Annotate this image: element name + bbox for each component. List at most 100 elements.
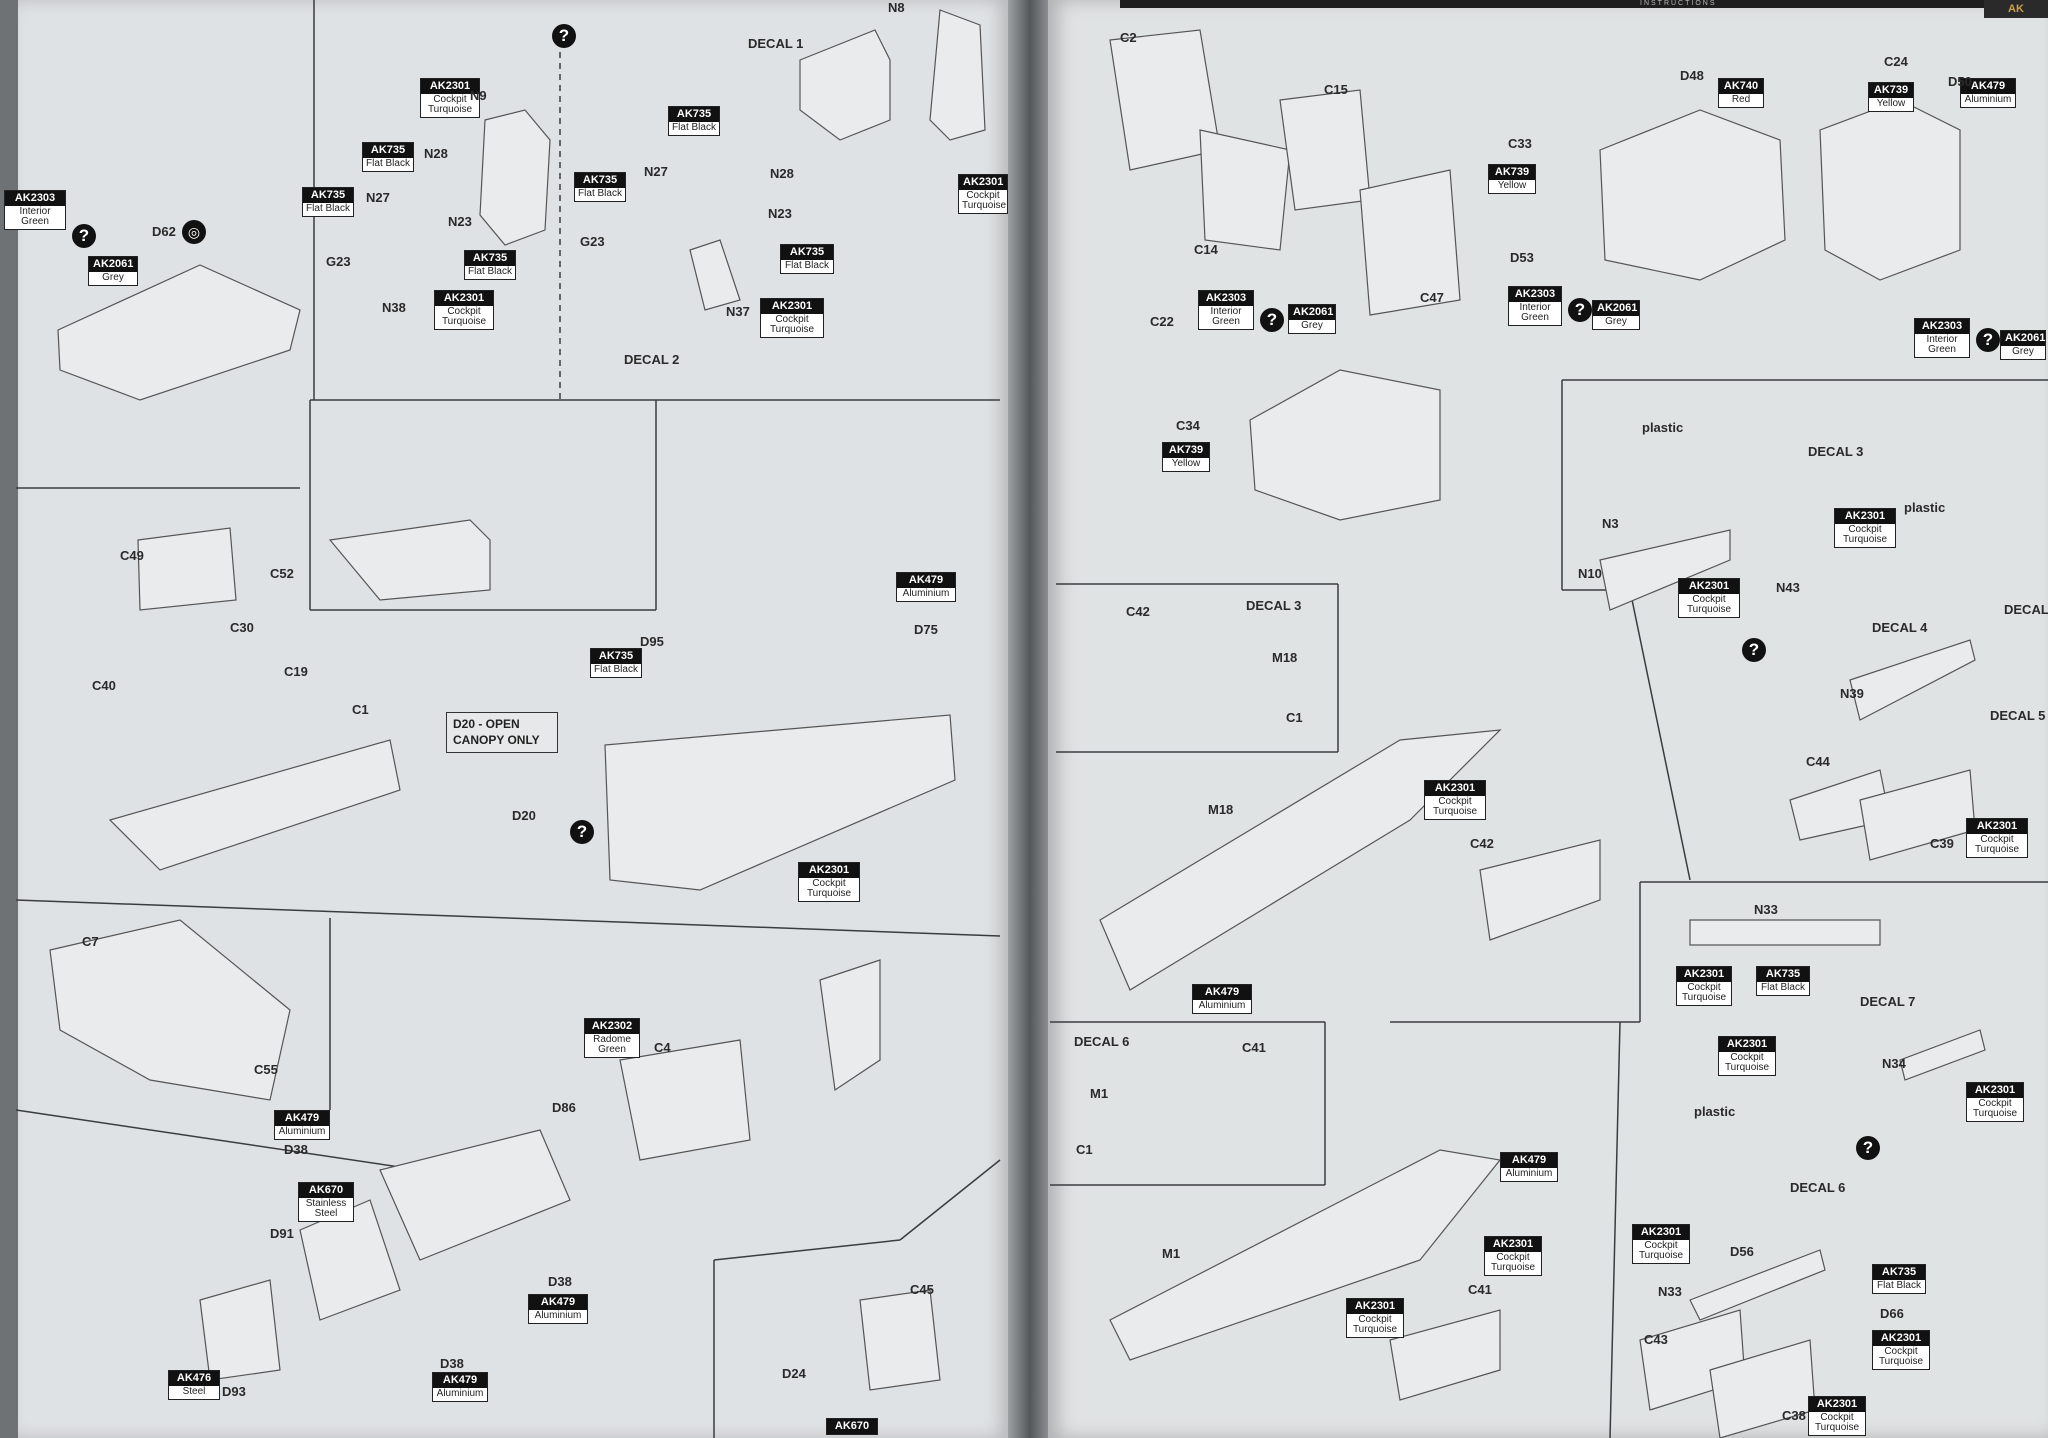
part-label: DECAL 2: [624, 352, 680, 367]
part-label: N33: [1754, 902, 1778, 917]
help-question-icon: ?: [552, 24, 576, 48]
part-label: DECAL 4: [1872, 620, 1928, 635]
part-label: plastic: [1642, 420, 1684, 435]
part-label: C30: [230, 620, 254, 635]
part-label: N9: [470, 88, 487, 103]
part-label: N28: [424, 146, 448, 161]
part-label: DECAL 3: [1246, 598, 1302, 613]
part-label: D20: [512, 808, 536, 823]
part-label: D38: [284, 1142, 308, 1157]
part-label: C24: [1884, 54, 1908, 69]
part-label: D95: [640, 634, 664, 649]
help-question-icon: ?: [1260, 308, 1284, 332]
part-label: DECAL 1: [748, 36, 804, 51]
part-label: D48: [1680, 68, 1704, 83]
part-label: N23: [448, 214, 472, 229]
part-label: C52: [270, 566, 294, 581]
canopy-note-callout: D20 - OPEN CANOPY ONLY: [446, 712, 558, 754]
part-label: M1: [1162, 1246, 1181, 1261]
paint-label: AK670: [826, 1418, 878, 1435]
part-label: N37: [726, 304, 750, 319]
part-label: C15: [1324, 82, 1348, 97]
part-label: D62: [152, 224, 176, 239]
drill-hole-icon: ◎: [182, 220, 206, 244]
part-label: C1: [1076, 1142, 1093, 1157]
part-label: plastic: [1694, 1104, 1736, 1119]
part-label: N23: [768, 206, 792, 221]
help-question-icon: ?: [1742, 638, 1766, 662]
part-label: N33: [1658, 1284, 1682, 1299]
help-question-icon: ?: [1856, 1136, 1880, 1160]
part-label: C42: [1470, 836, 1494, 851]
header-strip-text: INSTRUCTIONS: [1640, 0, 1717, 7]
help-question-icon: ?: [1568, 298, 1592, 322]
part-label: C44: [1806, 754, 1830, 769]
part-label: N38: [382, 300, 406, 315]
part-label: D91: [270, 1226, 294, 1241]
part-label: C4: [654, 1040, 671, 1055]
part-label: C39: [1930, 836, 1954, 851]
part-label: C1: [352, 702, 369, 717]
part-label: C41: [1242, 1040, 1266, 1055]
part-label: C49: [120, 548, 144, 563]
part-label: DECAL 3: [2004, 602, 2048, 617]
part-label: D38: [548, 1274, 572, 1289]
help-question-icon: ?: [72, 224, 96, 248]
part-label: M18: [1272, 650, 1298, 665]
part-label: DECAL 3: [1808, 444, 1864, 459]
ak-logo: AK: [1984, 0, 2048, 18]
part-label: C1: [1286, 710, 1303, 725]
part-label: M1: [1090, 1086, 1109, 1101]
part-label: C22: [1150, 314, 1174, 329]
part-label: N10: [1578, 566, 1602, 581]
part-label: C45: [910, 1282, 934, 1297]
part-label: M18: [1208, 802, 1234, 817]
part-label: G23: [326, 254, 351, 269]
part-label: C34: [1176, 418, 1200, 433]
part-label: D75: [914, 622, 938, 637]
part-label: D53: [1510, 250, 1534, 265]
part-label: C19: [284, 664, 308, 679]
part-label: C42: [1126, 604, 1150, 619]
part-label: D93: [222, 1384, 246, 1399]
part-label: C2: [1120, 30, 1137, 45]
book-gutter: [1008, 0, 1048, 1438]
help-question-icon: ?: [1976, 328, 2000, 352]
part-label: D38: [440, 1356, 464, 1371]
